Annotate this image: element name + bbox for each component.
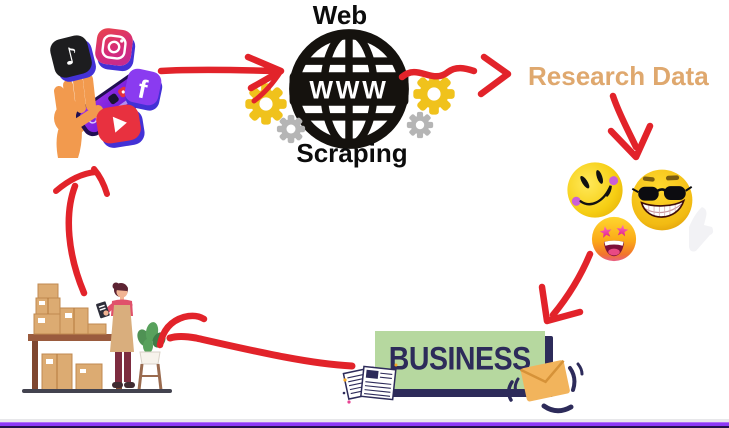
gear-icon: [406, 111, 434, 139]
bottom-dark-edge: [0, 426, 729, 428]
gear-icon: [412, 72, 456, 116]
www-banner-text: WWW: [309, 76, 388, 104]
smiley-emoji: [567, 162, 623, 218]
arrow-emojis-to-business: [538, 250, 594, 325]
research-data-label: Research Data: [528, 61, 709, 91]
person: [96, 282, 135, 388]
arrow-research-to-emojis: [607, 92, 654, 161]
facebook-icon: f: [122, 66, 164, 108]
sunglasses-glyph: [631, 185, 693, 201]
star-eye-glyph: [599, 224, 629, 238]
boxes-under-table: [41, 353, 103, 393]
arrow-business-to-warehouse: [156, 312, 356, 370]
newspaper-icon: [342, 363, 398, 404]
fingers: [54, 74, 103, 128]
floor-line: [22, 389, 172, 393]
instagram-icon: [93, 26, 135, 68]
arrow-warehouse-to-social: [53, 166, 110, 297]
facebook-f-glyph: f: [135, 72, 151, 105]
sunglasses-emoji: [631, 169, 693, 231]
boxes-on-table: [33, 283, 107, 335]
globe-www-icon: WWW: [289, 29, 409, 149]
star-eyes-emoji: [591, 216, 637, 262]
scraping-label: Scraping: [296, 138, 408, 168]
web-label: Web: [312, 0, 368, 30]
potted-plant: [137, 322, 166, 391]
bottom-accent-bar: [0, 422, 729, 428]
bottom-gray-strip: [0, 419, 729, 423]
tiktok-note-glyph: ♪: [60, 42, 82, 71]
instagram-camera-glyph: [101, 34, 127, 60]
business-label: BUSINESS: [389, 341, 531, 378]
warehouse-person-illustration: [22, 282, 172, 393]
youtube-play-glyph: [112, 114, 128, 133]
faint-thumbs-up-icon: [689, 207, 714, 252]
envelope-icon: [507, 359, 584, 414]
